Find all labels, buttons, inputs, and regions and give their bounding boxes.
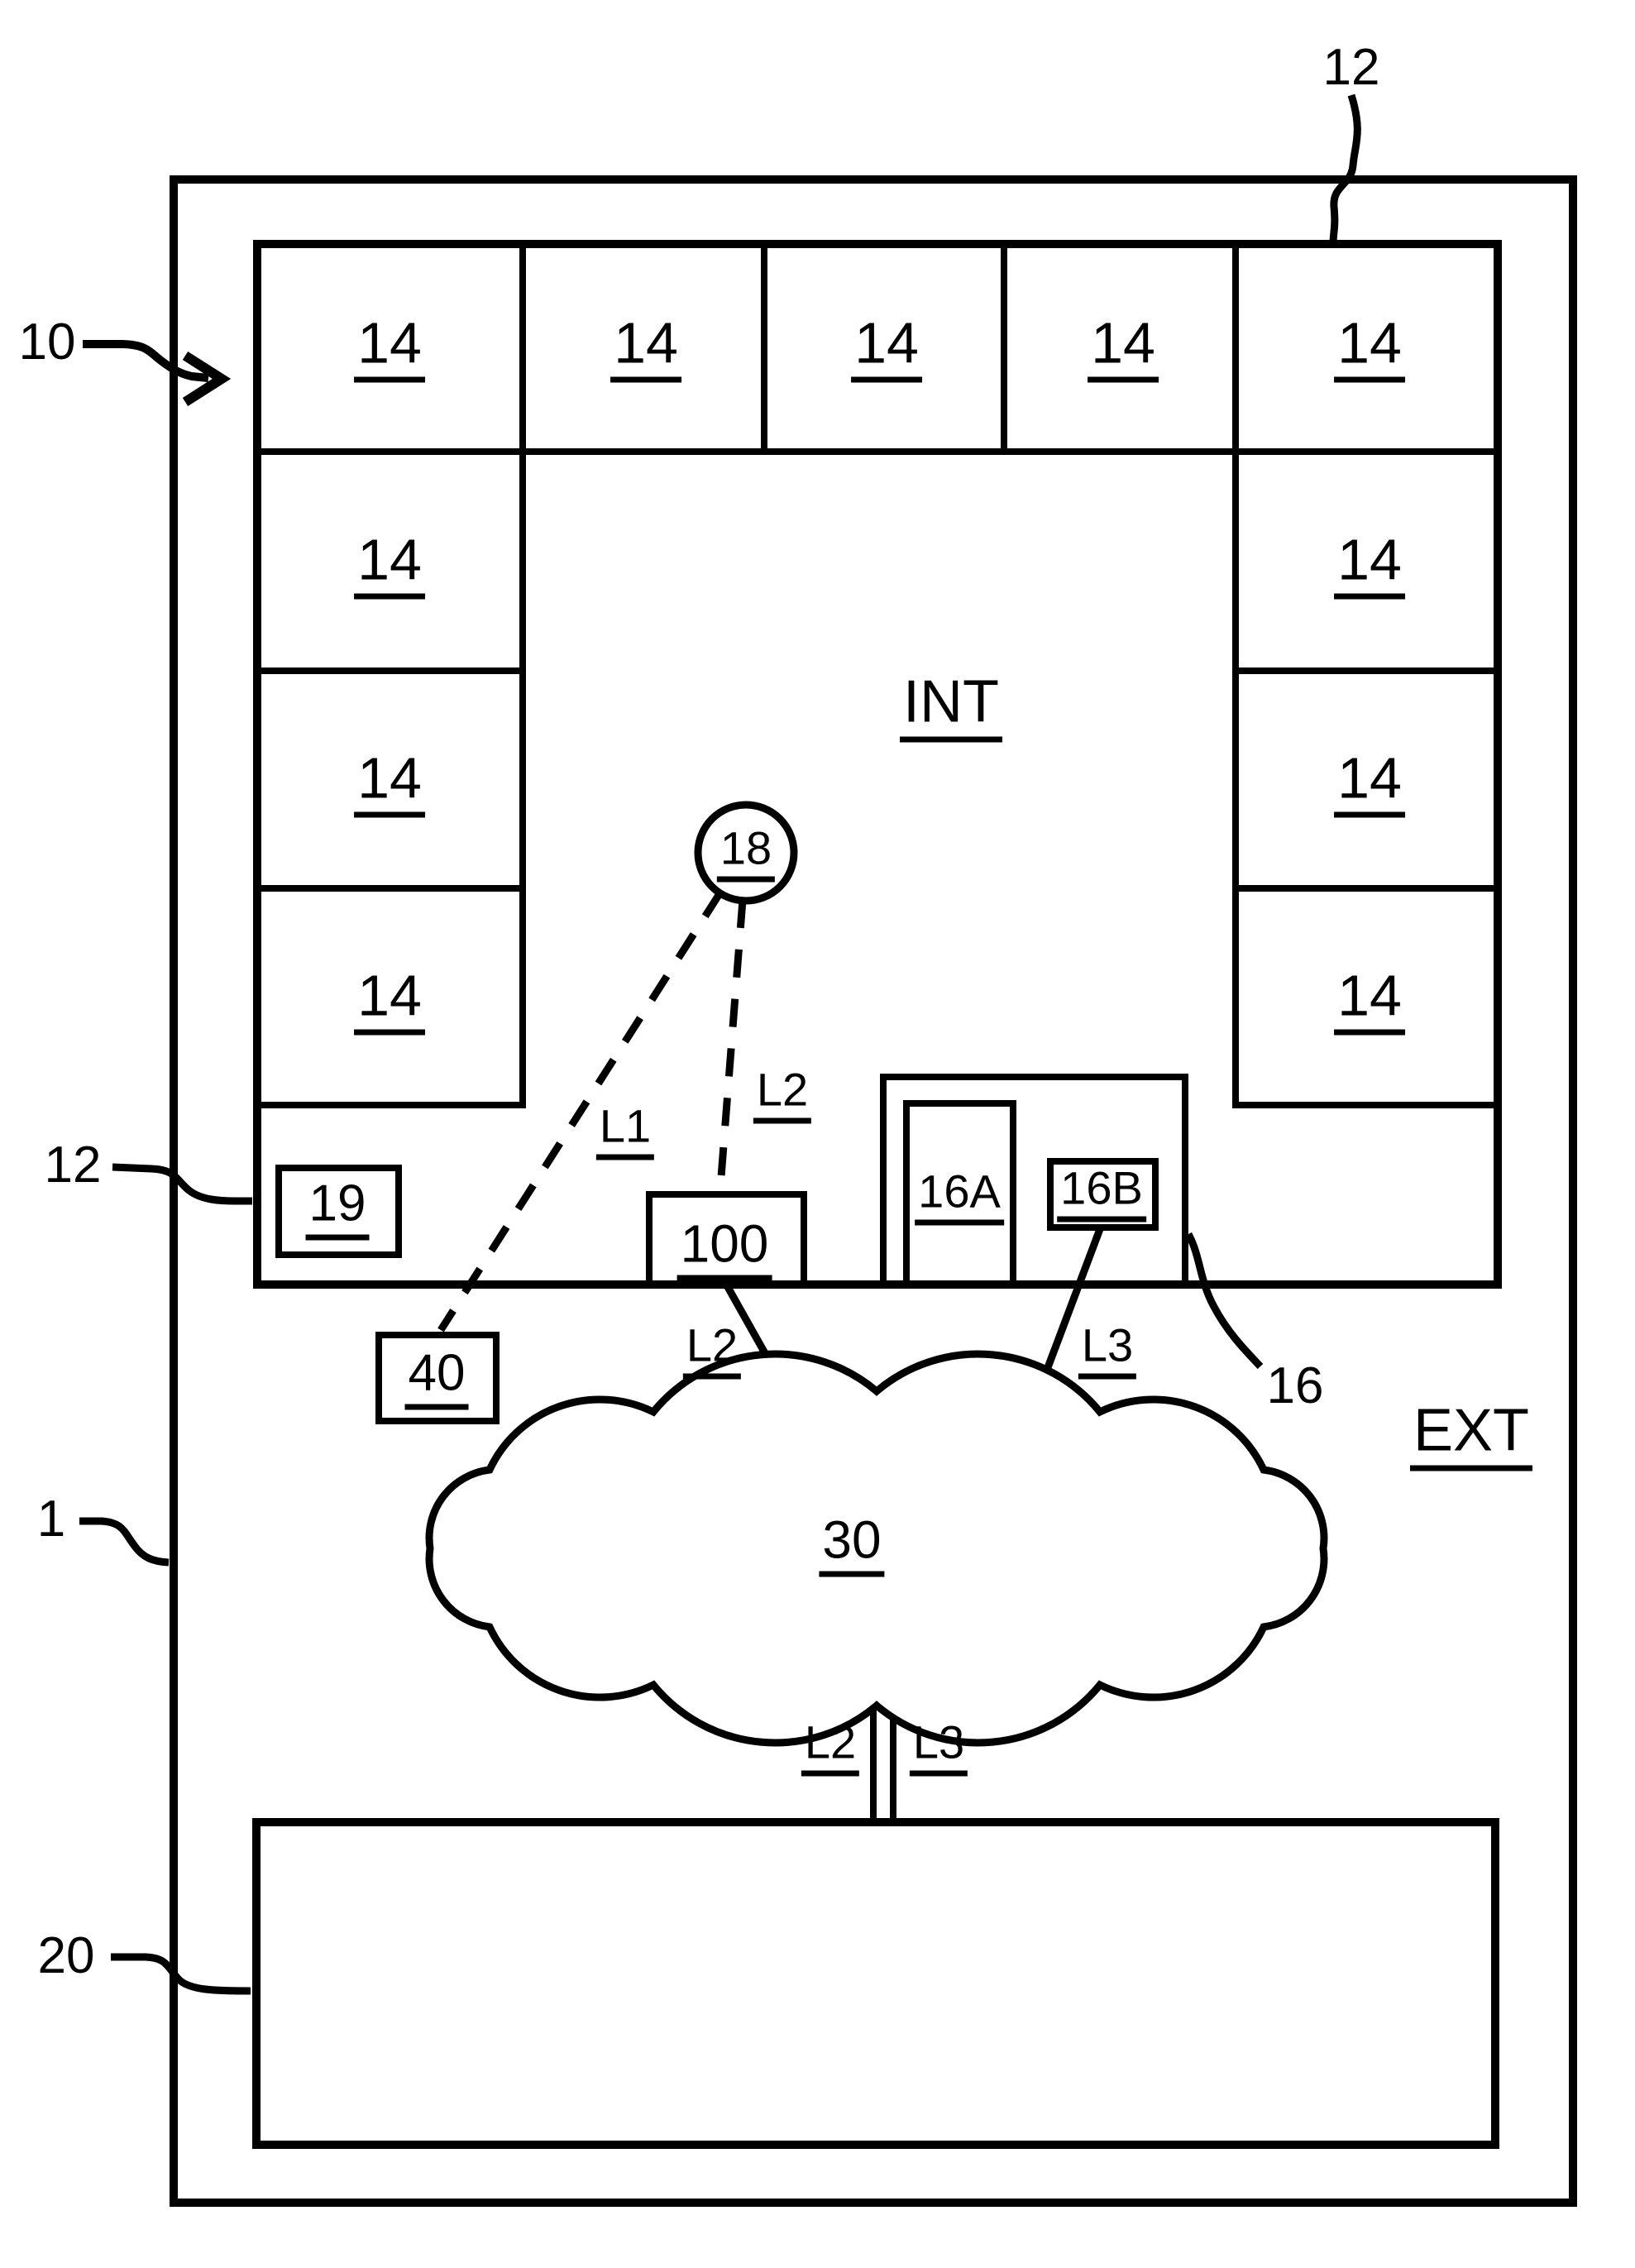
controller-box (646, 1191, 807, 1289)
sensor-label: 19 (305, 1178, 370, 1241)
link-l3-wired-label: L3 (1078, 1322, 1137, 1380)
controller-label: 100 (676, 1218, 772, 1281)
link-l3-bottom-label: L3 (909, 1719, 968, 1777)
leader-10 (83, 340, 209, 382)
network-label: 30 (819, 1514, 885, 1577)
module-label: 14 (354, 531, 425, 600)
ref-16: 16 (1266, 1357, 1324, 1414)
access-point-label: 18 (716, 825, 776, 883)
link-l2-bottom-label: L2 (801, 1719, 860, 1777)
leader-16 (1184, 1232, 1264, 1370)
link-l1-dashed-line (437, 890, 724, 1333)
leader-12-top (1329, 93, 1361, 242)
module-label: 14 (851, 314, 922, 383)
link-l2-dashed-line (716, 899, 747, 1189)
leader-12-left (112, 1163, 252, 1205)
link-l1-label: L1 (595, 1103, 655, 1160)
ref-1: 1 (36, 1490, 66, 1548)
device-box (375, 1332, 500, 1424)
module-label: 14 (354, 749, 425, 818)
module-label: 14 (1334, 749, 1405, 818)
gateway-box (880, 1074, 1188, 1289)
device-label: 40 (404, 1347, 469, 1410)
ref-10: 10 (18, 313, 76, 371)
module-label: 14 (610, 314, 681, 383)
leader-1 (79, 1517, 170, 1567)
gateway-a-label: 16A (915, 1168, 1004, 1226)
sensor-box (275, 1165, 402, 1258)
system-boundary-box (170, 175, 1577, 2207)
ref-12-top: 12 (1322, 39, 1380, 96)
link-l2-wireless-label: L2 (753, 1066, 812, 1124)
module-label: 14 (1334, 531, 1405, 600)
module-label: 14 (1334, 967, 1405, 1036)
ref-20: 20 (37, 1927, 95, 1984)
remote-site-box (252, 1818, 1499, 2149)
module-box (1232, 885, 1502, 1108)
module-box (253, 885, 526, 1108)
interior-region-label: INT (900, 672, 1002, 743)
ref-12-left: 12 (44, 1136, 102, 1194)
module-label: 14 (1334, 314, 1405, 383)
exterior-region-label: EXT (1409, 1401, 1533, 1471)
link-l2-wired-label: L2 (682, 1322, 742, 1380)
module-label: 14 (1088, 314, 1159, 383)
arrowhead-10 (182, 351, 232, 407)
network-cloud (425, 1350, 1328, 1747)
module-label: 14 (354, 314, 425, 383)
gateway-b-label: 16B (1057, 1165, 1146, 1223)
leader-20 (111, 1953, 251, 1995)
gateway-b-box (1047, 1158, 1159, 1231)
module-label: 14 (354, 967, 425, 1036)
gateway-a-box (903, 1100, 1016, 1287)
